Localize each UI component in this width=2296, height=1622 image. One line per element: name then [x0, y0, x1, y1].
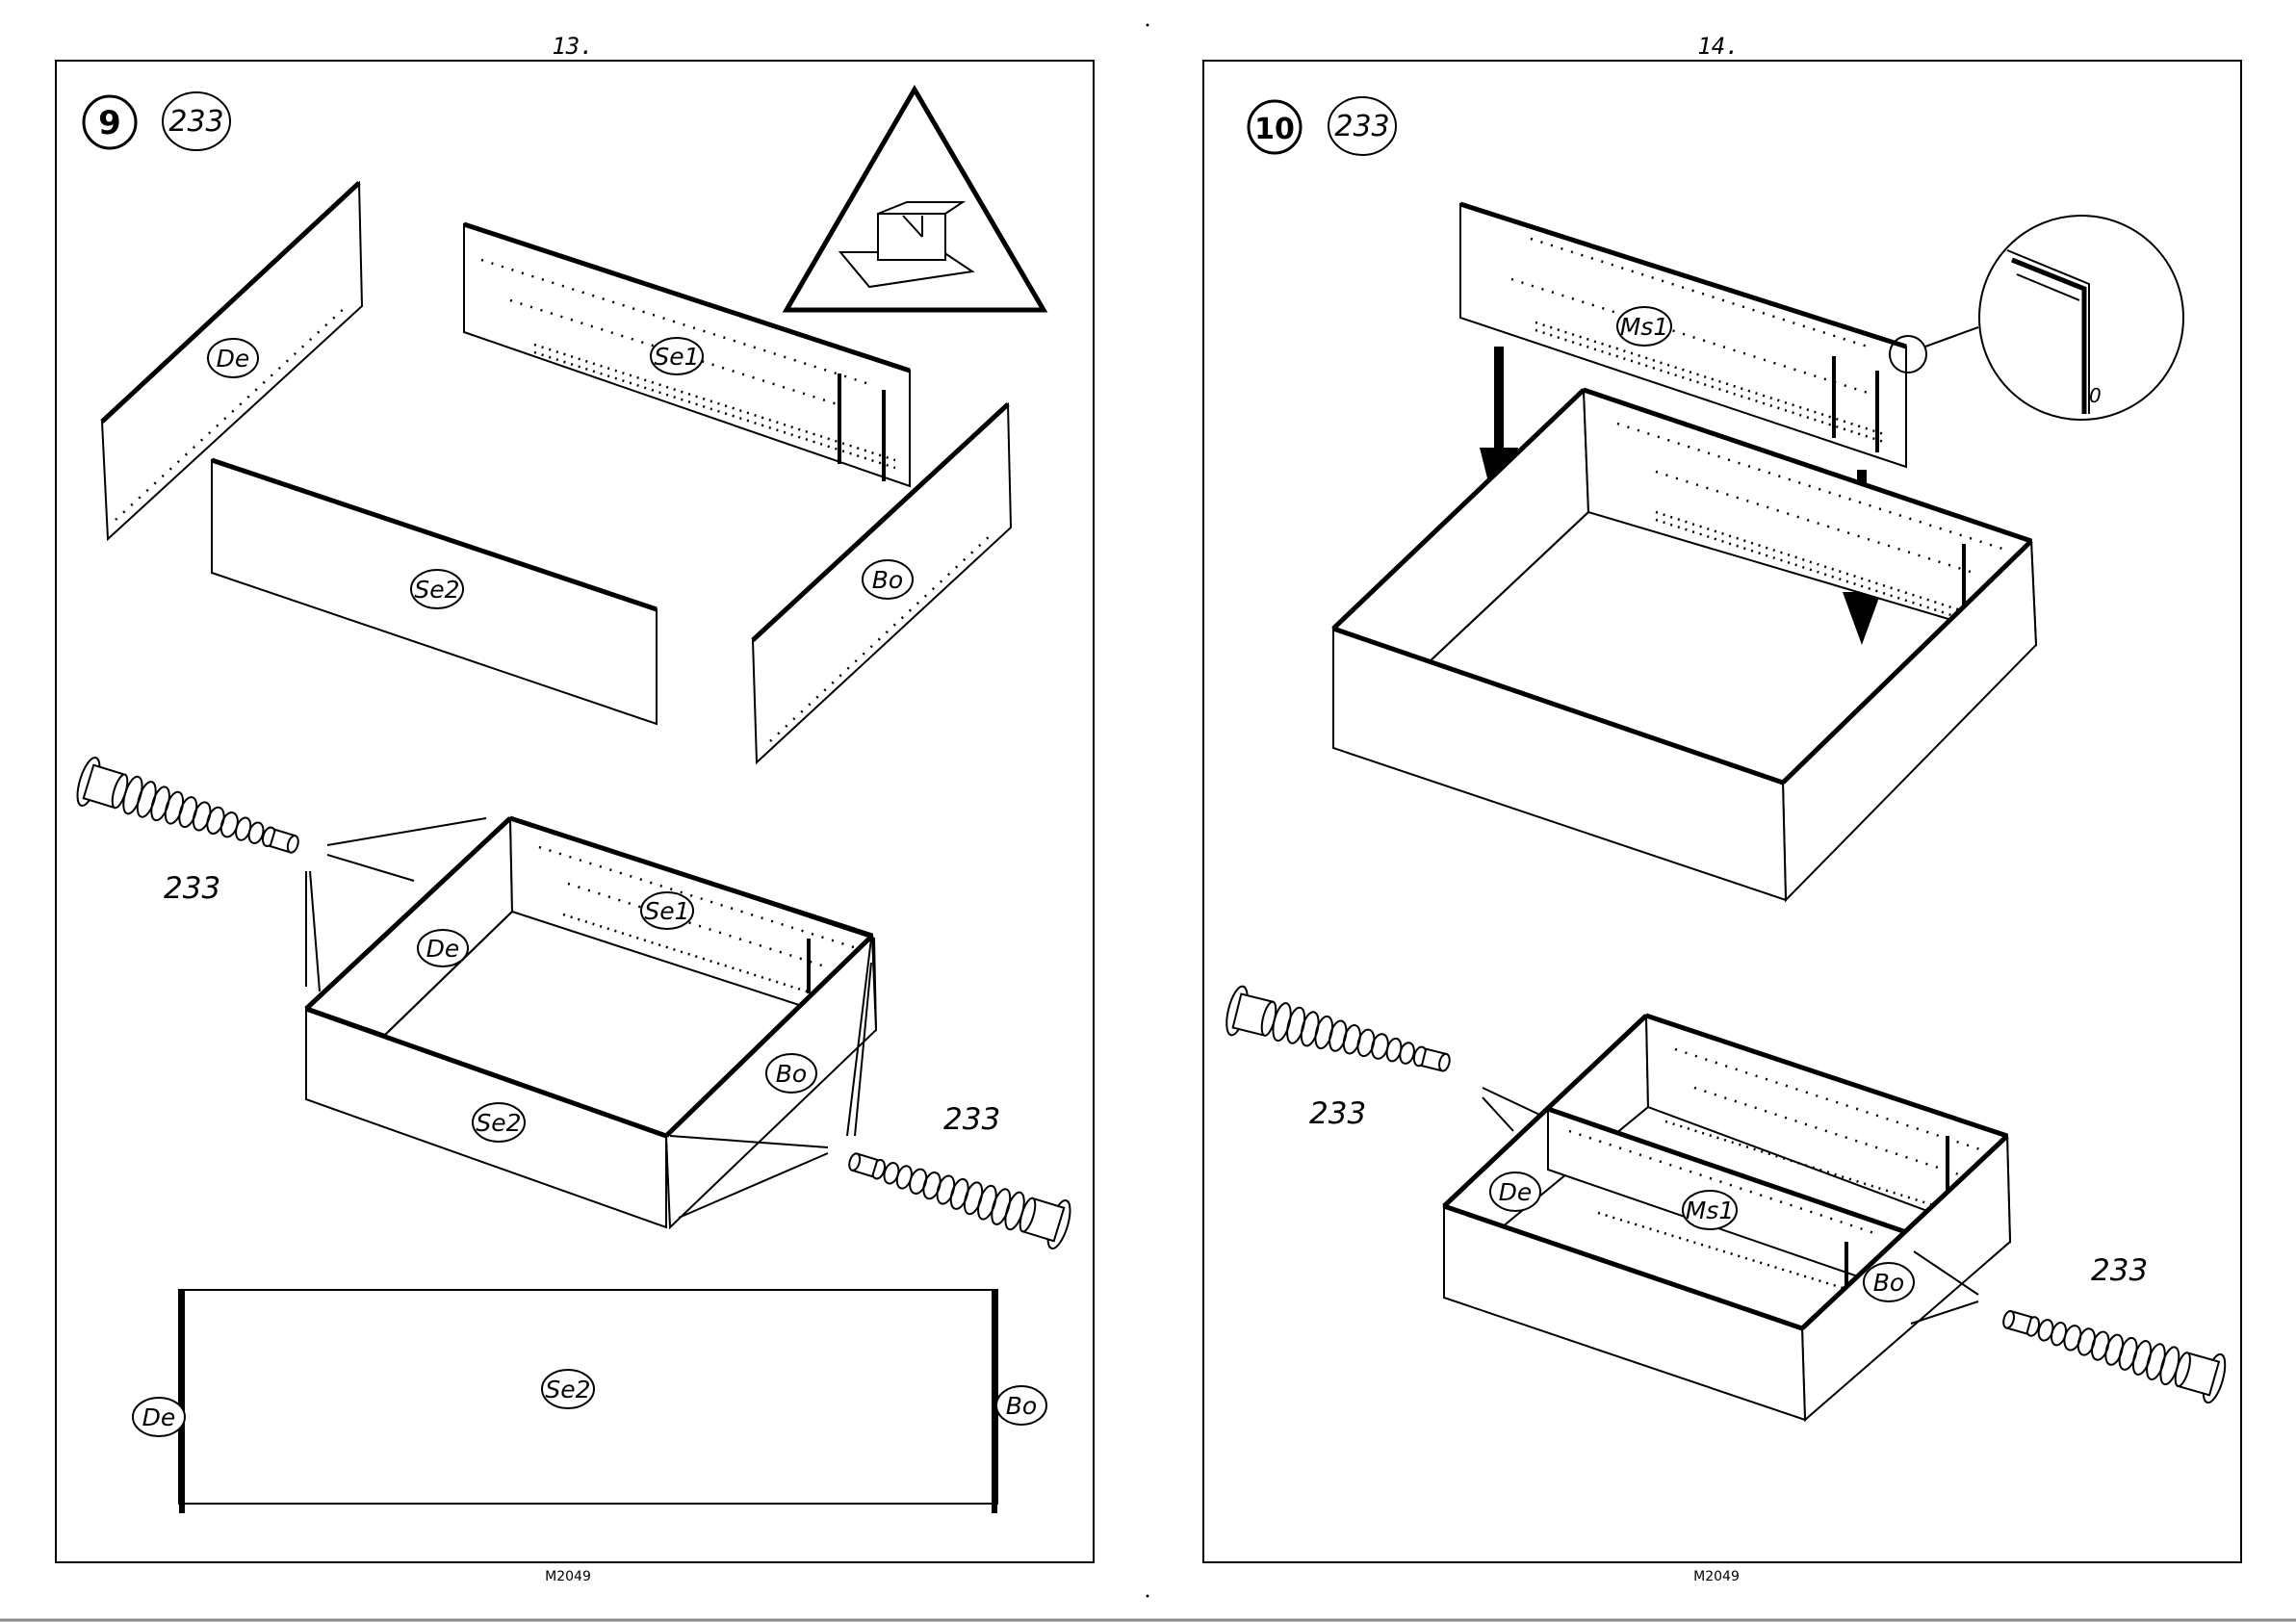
screw-icon: [73, 756, 305, 870]
left-page: 13. 9 233 De: [56, 33, 1094, 1584]
part-label: De: [217, 345, 250, 373]
part-label: Se1: [644, 897, 689, 925]
part-label: Bo: [776, 1060, 807, 1088]
fitting-qty: 233: [168, 105, 223, 139]
screw-icon: [1998, 1294, 2230, 1404]
part-label: De: [426, 935, 460, 963]
part-label: Bo: [872, 566, 903, 594]
part-label: Se1: [654, 343, 699, 371]
panel-se2: Se2: [212, 460, 657, 724]
screw-icon: [1223, 985, 1456, 1089]
page-number: 14.: [1697, 33, 1739, 60]
panel-label: Ms1: [1620, 313, 1669, 341]
footer-code: M2049: [545, 1569, 591, 1584]
fold-mark: [1147, 1595, 1149, 1598]
part-label: Se2: [545, 1376, 590, 1403]
part-label: De: [1499, 1178, 1533, 1206]
right-page: 14. 10 233 Ms1 0: [1203, 33, 2241, 1584]
assembled-frame: De Se1 Bo Se2: [306, 818, 876, 1227]
fitting-qty: 233: [1334, 110, 1389, 143]
step-number: 10: [1254, 113, 1295, 146]
part-label: Se2: [414, 576, 459, 604]
footer-code: M2049: [1693, 1569, 1740, 1584]
screw-label: 233: [1309, 1096, 1366, 1131]
detail-magnifier: 0: [1890, 216, 2183, 420]
step-number: 9: [98, 104, 121, 142]
warning-triangle-icon: [787, 90, 1044, 310]
assembled-frame-divided: De Ms1 Bo: [1444, 1016, 2010, 1420]
part-label: Ms1: [1686, 1197, 1735, 1224]
screw-label: 233: [164, 871, 220, 906]
fold-mark: [1147, 24, 1149, 27]
page-number: 13.: [552, 33, 593, 60]
part-label: Bo: [1006, 1392, 1037, 1420]
detail-label: 0: [2089, 384, 2102, 407]
front-view: Se2 De Bo: [133, 1290, 1046, 1513]
part-label: De: [142, 1403, 176, 1431]
part-label: Bo: [1873, 1269, 1904, 1297]
part-label: Se2: [476, 1109, 521, 1137]
screw-label: 233: [943, 1102, 1000, 1137]
screw-label: 233: [2091, 1253, 2148, 1288]
assembled-frame-top: [1333, 390, 2036, 900]
screw-icon: [842, 1137, 1074, 1251]
